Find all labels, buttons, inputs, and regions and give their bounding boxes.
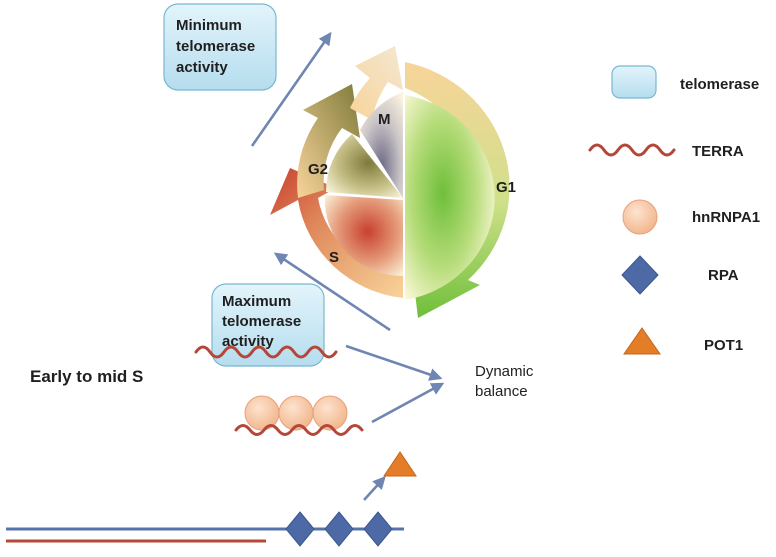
cell-cycle-wheel: M G1 G2 S	[270, 46, 516, 318]
s-wedge	[324, 195, 403, 277]
phase-label-m: M	[378, 111, 391, 128]
pot1-triangle-icon	[623, 327, 661, 355]
g1-wedge	[405, 95, 495, 300]
phase-label-s: S	[329, 249, 339, 266]
hnrnpa1-circle	[312, 395, 348, 431]
maximum-box-line-3: activity	[222, 333, 274, 350]
legend-label-terra: TERRA	[692, 143, 744, 160]
pot1-triangle	[383, 451, 417, 477]
phase-label-g1: G1	[496, 179, 516, 196]
rpa-diamond-icon	[621, 255, 659, 295]
terra-wave-icon	[588, 143, 676, 157]
legend: telomerase TERRA hnRNPA1 RPA POT1	[588, 65, 760, 355]
telomerase-box-icon	[611, 65, 657, 99]
minimum-box-line-1: Minimum	[176, 17, 242, 34]
rpa-proteins	[285, 511, 393, 547]
rpa-diamond	[363, 511, 393, 547]
g2-wedge	[325, 134, 403, 198]
early-to-mid-s-label: Early to mid S	[30, 367, 143, 386]
arrow-hnrnpa1-to-balance	[371, 382, 445, 424]
arrow-to-minimum	[250, 31, 332, 147]
legend-label-pot1: POT1	[704, 337, 743, 354]
terra-strand-lower	[234, 424, 364, 436]
m-ring-arrow	[350, 46, 403, 120]
arrows	[250, 31, 445, 501]
rpa-diamond	[324, 511, 354, 547]
phase-label-g2: G2	[308, 161, 328, 178]
arrow-rpa-to-pot1	[363, 476, 386, 501]
rpa-diamond	[285, 511, 315, 547]
arrow-to-maximum	[273, 252, 391, 332]
hnrnpa1-circle-icon	[622, 199, 658, 235]
minimum-telomerase-box: Minimum telomerase activity	[163, 3, 277, 91]
maximum-telomerase-box: Maximum telomerase activity	[211, 283, 325, 367]
minimum-box-line-3: activity	[176, 59, 228, 76]
maximum-box-line-2: telomerase	[222, 313, 301, 330]
arrow-terra-to-balance	[345, 344, 443, 381]
minimum-box-line-2: telomerase	[176, 38, 255, 55]
terra-strand-upper	[194, 345, 338, 359]
legend-label-hnrnpa1: hnRNPA1	[692, 209, 760, 226]
g2-ring-arrow	[297, 84, 360, 198]
hnrnpa1-complex	[234, 395, 364, 436]
m-wedge	[360, 92, 403, 198]
legend-label-rpa: RPA	[708, 267, 739, 284]
g1-ring-arrow	[405, 62, 510, 318]
s-ring-arrow	[270, 168, 403, 298]
legend-label-telomerase: telomerase	[680, 76, 759, 93]
dynamic-balance-line-1: Dynamic	[475, 363, 534, 380]
dynamic-balance-line-2: balance	[475, 383, 528, 400]
maximum-box-line-1: Maximum	[222, 293, 291, 310]
